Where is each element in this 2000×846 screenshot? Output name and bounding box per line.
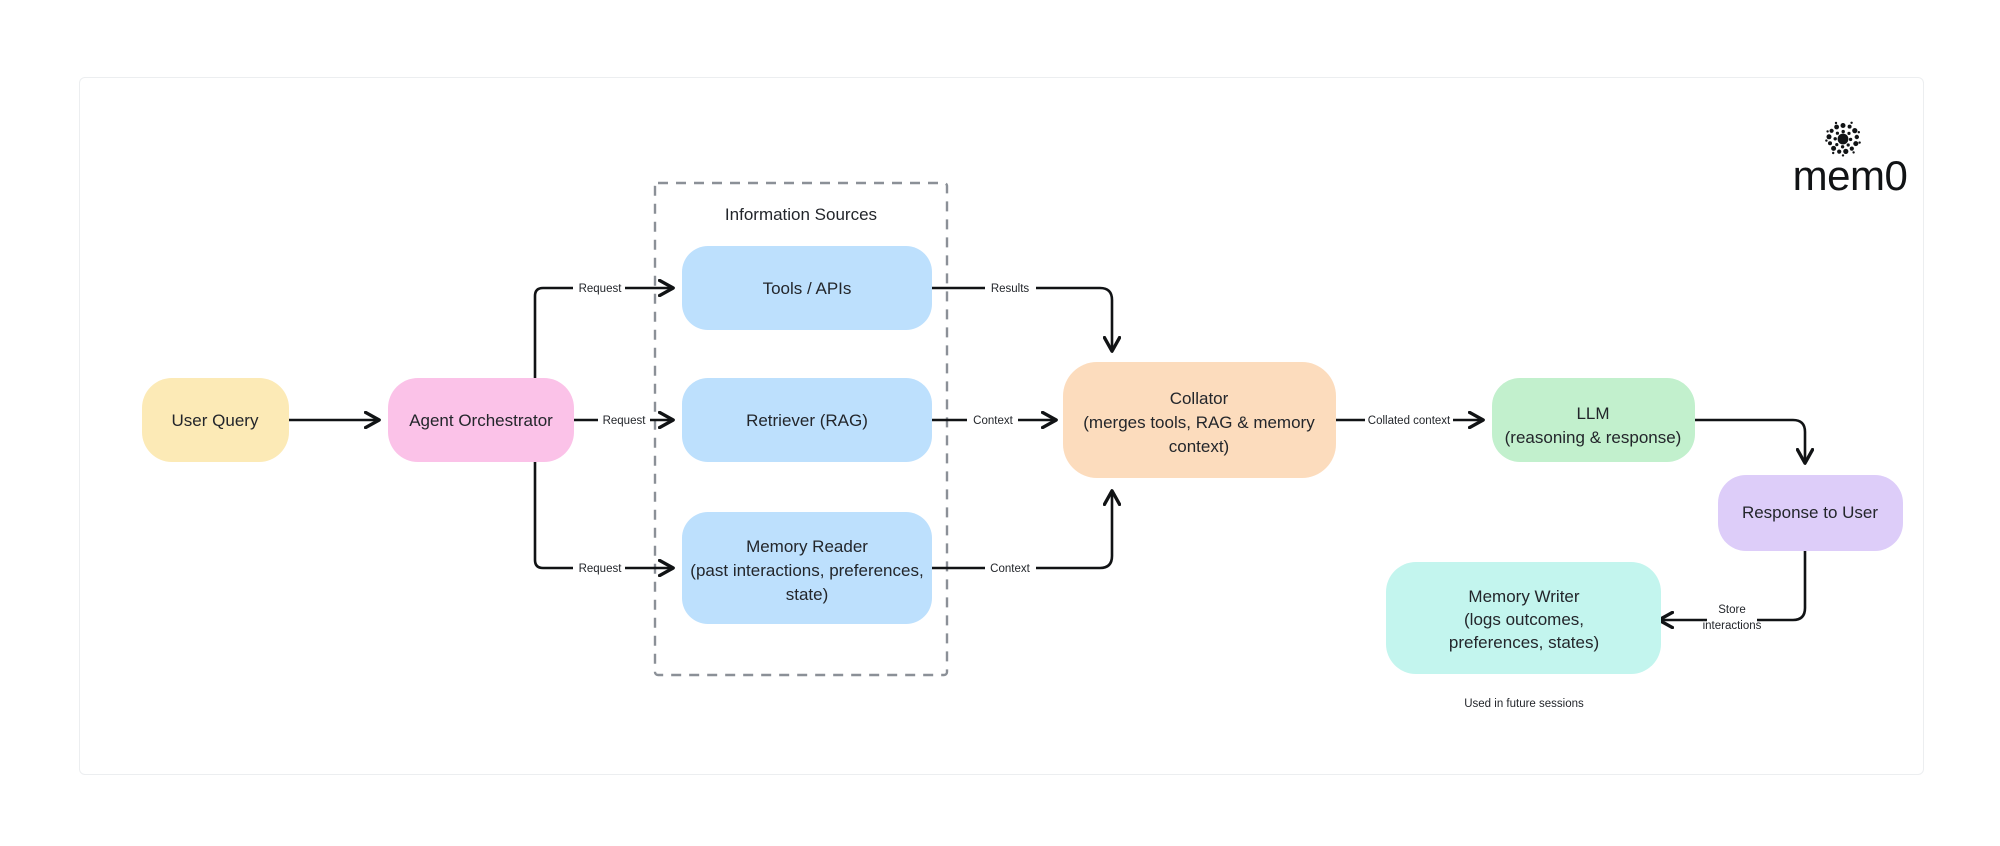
node-user-query-label: User Query bbox=[172, 411, 259, 430]
node-memory-reader-line2: (past interactions, preferences, bbox=[690, 561, 923, 580]
node-memory-reader[interactable]: Memory Reader (past interactions, prefer… bbox=[682, 512, 932, 624]
mem0-dot-burst-icon bbox=[1825, 121, 1861, 157]
node-user-query[interactable]: User Query bbox=[142, 378, 289, 462]
node-collator-line3: context) bbox=[1169, 437, 1229, 456]
edge-memory-to-collator bbox=[1036, 492, 1112, 570]
edge-label-store-interactions-line2: interactions bbox=[1703, 620, 1762, 632]
node-tools-apis[interactable]: Tools / APIs bbox=[682, 246, 932, 330]
node-memory-writer-label: Memory Writer bbox=[1468, 587, 1579, 606]
node-llm[interactable]: LLM (reasoning & response) bbox=[1492, 378, 1695, 462]
information-sources-group bbox=[653, 181, 949, 677]
node-collator-line2: (merges tools, RAG & memory bbox=[1083, 413, 1315, 432]
edge-label-results: Results bbox=[991, 283, 1030, 295]
node-memory-writer[interactable]: Memory Writer (logs outcomes, preference… bbox=[1386, 562, 1661, 674]
node-tools-apis-label: Tools / APIs bbox=[763, 279, 852, 298]
node-agent-orchestrator[interactable]: Agent Orchestrator bbox=[388, 378, 574, 462]
edge-label-collated-context: Collated context bbox=[1368, 415, 1451, 427]
node-llm-label: LLM bbox=[1576, 404, 1609, 423]
node-memory-reader-label: Memory Reader bbox=[746, 537, 868, 556]
edge-label-request-retriever: Request bbox=[603, 415, 647, 427]
node-llm-line2: (reasoning & response) bbox=[1505, 428, 1682, 447]
edge-label-store-interactions-line1: Store bbox=[1718, 604, 1746, 616]
node-collator[interactable]: Collator (merges tools, RAG & memory con… bbox=[1063, 362, 1336, 478]
caption-used-in-future-sessions: Used in future sessions bbox=[1464, 698, 1584, 710]
node-retriever-rag-label: Retriever (RAG) bbox=[746, 411, 868, 430]
edge-label-context-retriever: Context bbox=[973, 415, 1013, 427]
edge-orchestrator-to-tools-stem bbox=[533, 286, 573, 420]
edge-label-request-tools: Request bbox=[579, 283, 623, 295]
edge-llm-to-response bbox=[1687, 418, 1805, 462]
node-memory-writer-line3: preferences, states) bbox=[1449, 633, 1599, 652]
node-collator-label: Collator bbox=[1170, 389, 1229, 408]
edge-orchestrator-to-memory-stem bbox=[533, 420, 573, 570]
node-response-to-user-label: Response to User bbox=[1742, 503, 1878, 522]
node-memory-reader-line3: state) bbox=[786, 585, 829, 604]
node-memory-writer-line2: (logs outcomes, bbox=[1464, 610, 1584, 629]
mem0-wordmark: mem0 bbox=[1792, 152, 1908, 199]
information-sources-title: Information Sources bbox=[725, 205, 877, 224]
edge-response-to-memorywriter-stem bbox=[1757, 547, 1807, 622]
node-agent-orchestrator-label: Agent Orchestrator bbox=[409, 411, 553, 430]
node-retriever-rag[interactable]: Retriever (RAG) bbox=[682, 378, 932, 462]
edge-label-request-memory: Request bbox=[579, 563, 623, 575]
edge-label-context-memory: Context bbox=[990, 563, 1030, 575]
edge-tools-to-collator bbox=[1036, 286, 1112, 350]
mem0-logo: mem0 bbox=[1790, 116, 1910, 206]
node-response-to-user[interactable]: Response to User bbox=[1718, 475, 1903, 551]
